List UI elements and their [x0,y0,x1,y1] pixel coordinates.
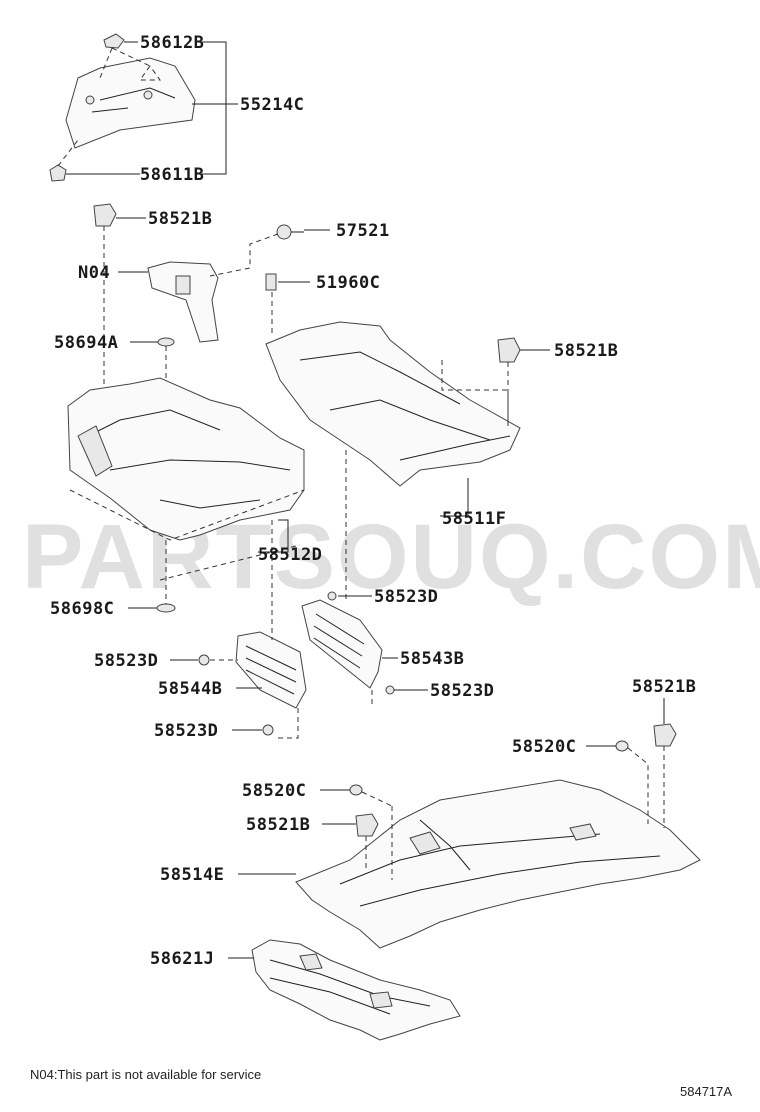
label-55214c: 55214C [240,95,304,115]
part-n04-bracket [147,261,219,343]
clip-58521b-mid-icon [355,813,379,837]
label-58521b-top: 58521B [148,209,212,229]
grommet-58520c-right-icon [615,740,629,752]
pad-51960c-icon [265,273,277,291]
label-58523d-d: 58523D [154,721,218,741]
label-58611b: 58611B [140,165,204,185]
screw-58523d-d-icon [262,724,274,736]
label-58520c-right: 58520C [512,737,576,757]
washer-58694a-icon [157,337,175,347]
part-58544b-grille [235,631,307,709]
part-58621j-insulator [251,939,461,1041]
figure-id: 584717A [680,1084,732,1099]
label-58621j: 58621J [150,949,214,969]
washer-58698c-icon [156,603,176,613]
clip-58521b-low-icon [653,723,677,747]
clip-58612b-icon [103,33,125,49]
label-58612b: 58612B [140,33,204,53]
label-58521b-low: 58521B [632,677,696,697]
clip-58521b-top-icon [93,203,117,227]
label-57521: 57521 [336,221,390,241]
part-55214c-cover [65,57,196,149]
grommet-58520c-left-icon [349,784,363,796]
label-n04: N04 [78,263,110,283]
label-58523d-c: 58523D [430,681,494,701]
label-58521b-mid: 58521B [246,815,310,835]
label-51960c: 51960C [316,273,380,293]
label-58523d-a: 58523D [94,651,158,671]
label-58543b: 58543B [400,649,464,669]
label-58512d: 58512D [258,545,322,565]
bolt-57521-icon [276,224,304,240]
screw-58523d-b-icon [327,591,337,601]
part-58543b-grille [301,599,383,689]
label-58523d-b: 58523D [374,587,438,607]
footnote: N04:This part is not available for servi… [30,1067,261,1082]
label-58520c-left: 58520C [242,781,306,801]
label-58511f: 58511F [442,509,506,529]
part-58514e-carpet [295,779,701,949]
label-58514e: 58514E [160,865,224,885]
label-58544b: 58544B [158,679,222,699]
clip-58521b-right-icon [497,337,521,363]
clip-58611b-icon [49,164,67,182]
part-58511f-carpet [265,321,521,487]
screw-58523d-a-icon [198,654,210,666]
label-58698c: 58698C [50,599,114,619]
label-58521b-right: 58521B [554,341,618,361]
label-58694a: 58694A [54,333,118,353]
screw-58523d-c-icon [385,685,395,695]
